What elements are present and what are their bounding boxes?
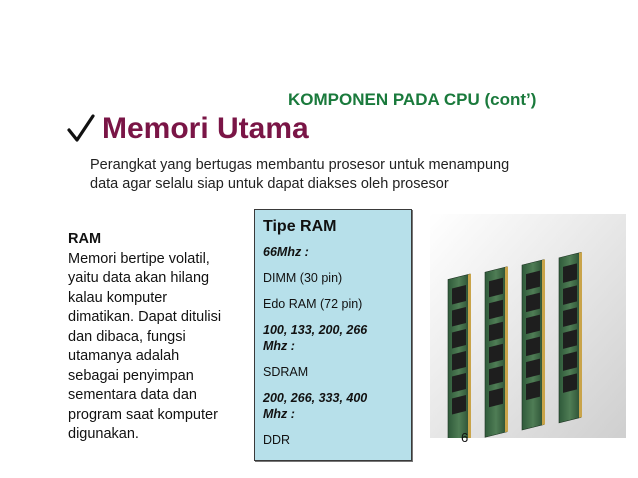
ram-line: utamanya adalah — [68, 348, 180, 364]
ram-title: RAM — [68, 231, 102, 247]
ram-line: dan dibaca, fungsi — [68, 328, 186, 345]
ram-type-text: Mhz : — [263, 339, 295, 353]
ram-type-text: Mhz : — [263, 407, 295, 421]
ram-types-title: Tipe RAM — [263, 218, 337, 235]
ram-line: Memori bertipe volatil, — [68, 250, 210, 267]
ram-type-text: 66Mhz : — [263, 245, 309, 259]
ram-line: digunakan. — [68, 426, 139, 442]
ram-type-item: 200, 266, 333, 400 Mhz : — [263, 390, 411, 422]
ram-modules-image — [430, 214, 626, 445]
slide-header-title: KOMPONEN PADA CPU (cont’) — [288, 90, 537, 109]
checkmark-icon — [66, 112, 96, 146]
ram-line: sementara data dan — [68, 387, 197, 403]
ram-line: sebagai penyimpan — [68, 367, 194, 384]
ram-type-item: DIMM (30 pin) — [263, 270, 411, 286]
ram-line: kalau komputer — [68, 289, 168, 306]
ram-type-text: Edo RAM (72 pin) — [263, 297, 363, 311]
ram-type-item: 100, 133, 200, 266 Mhz : — [263, 322, 411, 354]
ram-line: dimatikan. Dapat ditulisi — [68, 309, 222, 325]
ram-line: program saat komputer — [68, 406, 218, 423]
ram-line: yaitu data akan hilang — [68, 270, 210, 286]
memory-stick — [447, 273, 471, 445]
ram-type-text: 200, 266, 333, 400 — [263, 391, 368, 405]
ram-type-item: SDRAM — [263, 364, 411, 380]
page-number: 6 — [461, 430, 469, 445]
ram-type-text: DIMM (30 pin) — [263, 271, 343, 285]
intro-line: data agar selalu siap untuk dapat diakse… — [90, 176, 449, 192]
heading-row: Memori Utama — [66, 112, 309, 146]
ram-type-text: 100, 133, 200, 266 — [263, 323, 368, 337]
intro-line: Perangkat yang bertugas membantu proseso… — [90, 157, 510, 173]
ram-type-item: 66Mhz : — [263, 244, 411, 260]
ram-types-box: Tipe RAM 66Mhz : DIMM (30 pin) Edo RAM (… — [254, 209, 412, 461]
ram-type-text: SDRAM — [263, 365, 309, 379]
ram-type-text: DDR — [263, 433, 291, 447]
ram-description: RAM Memori bertipe volatil, yaitu data a… — [68, 230, 248, 445]
intro-paragraph: Perangkat yang bertugas membantu proseso… — [90, 156, 570, 194]
section-heading: Memori Utama — [102, 112, 309, 145]
ram-type-item: DDR — [263, 432, 411, 448]
ram-type-item: Edo RAM (72 pin) — [263, 296, 411, 312]
